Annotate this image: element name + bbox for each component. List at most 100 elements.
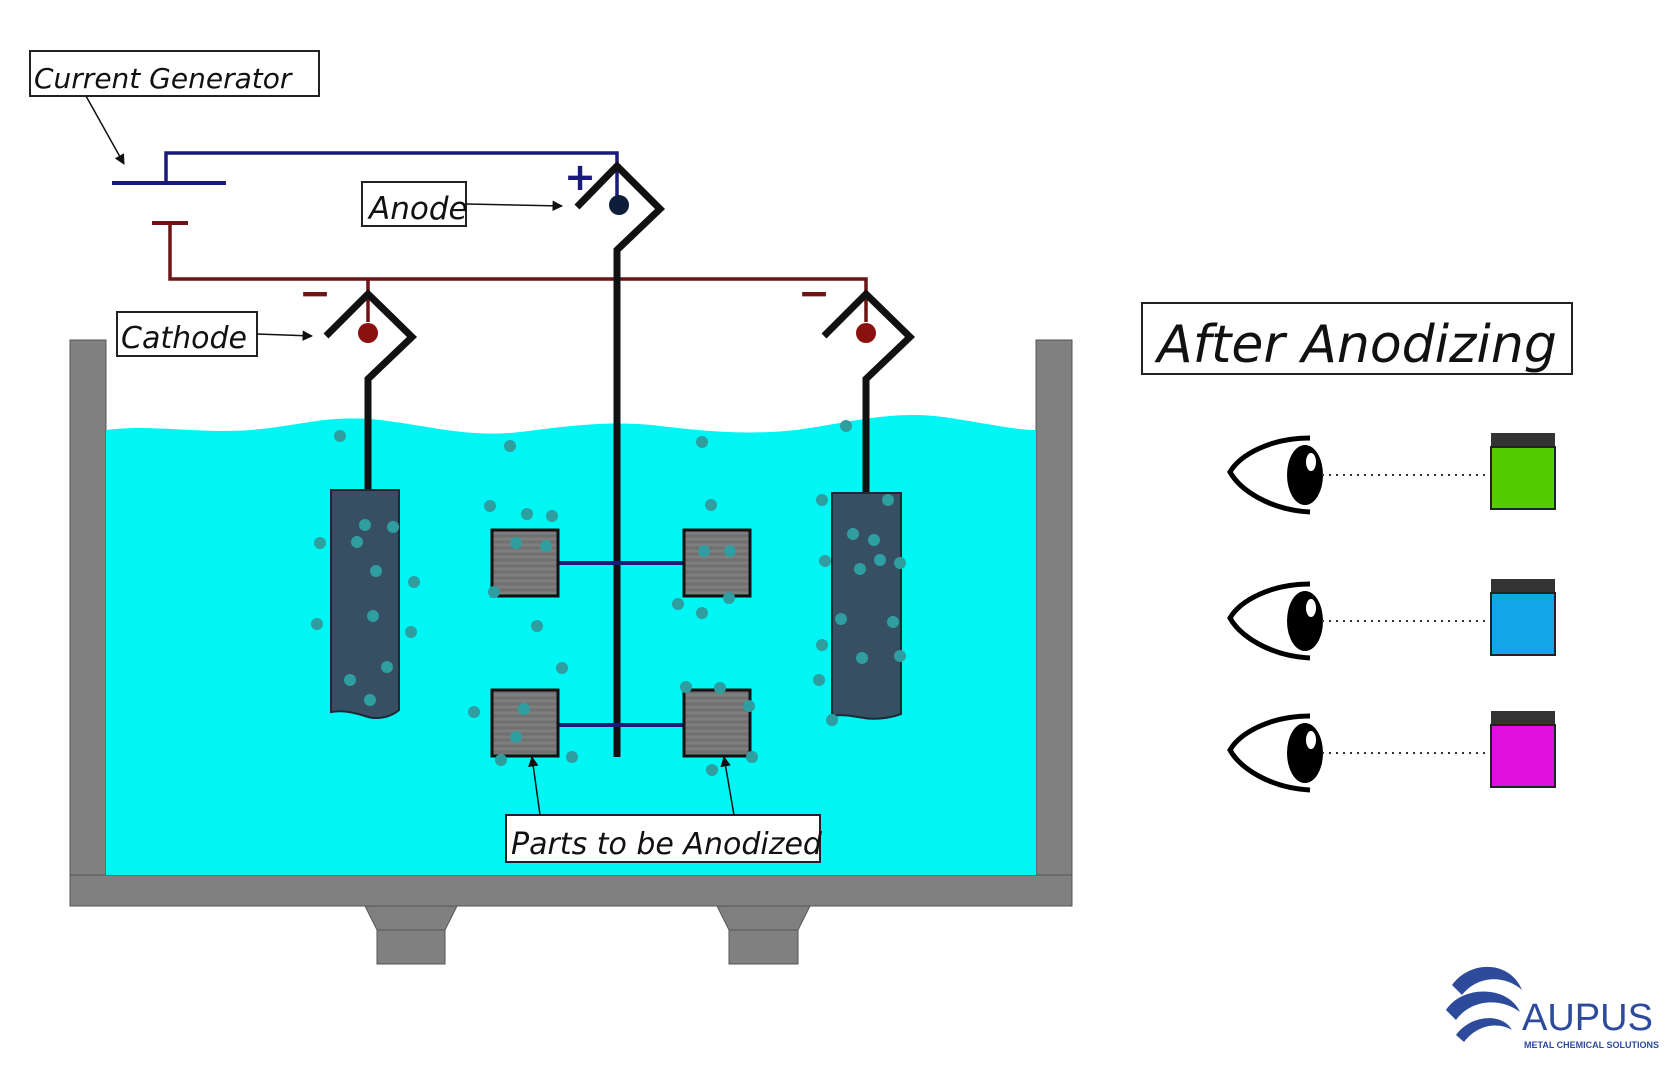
- label-current-generator-arrow: [85, 95, 125, 165]
- aupus-logo: AUPUS METAL CHEMICAL SOLUTIONS: [1446, 966, 1659, 1050]
- bubble: [405, 626, 417, 638]
- bubble: [746, 751, 758, 763]
- part-top-right: [682, 528, 752, 598]
- label-cathode-text: Cathode: [121, 321, 247, 356]
- aupus-logo-mark: [1446, 966, 1522, 1042]
- cathode-right: [821, 289, 916, 720]
- tank-left-wall: [69, 339, 107, 907]
- bubble: [874, 554, 886, 566]
- label-current-generator: Current Generator: [29, 50, 320, 165]
- after-anodizing-title-box: [1141, 302, 1573, 375]
- bubble: [724, 545, 736, 557]
- brand-name: AUPUS: [1522, 997, 1653, 1039]
- tank-leg-right-foot: [728, 929, 799, 965]
- anode-rack: [557, 161, 686, 757]
- swatch-blue: [1490, 592, 1556, 656]
- bubble: [518, 703, 530, 715]
- bubble: [816, 494, 828, 506]
- swatch-cap: [1491, 711, 1555, 725]
- bubble: [408, 576, 420, 588]
- negative-sign-right: −: [798, 271, 830, 315]
- eye-icon: [1227, 581, 1323, 661]
- cathode-left-hook: [323, 289, 418, 500]
- anode-terminal: [609, 195, 629, 215]
- eye-icon: [1227, 435, 1323, 515]
- bubble: [854, 563, 866, 575]
- bubble: [847, 528, 859, 540]
- bubble: [714, 682, 726, 694]
- result-row-green: [1227, 433, 1556, 515]
- tank-leg-right-top: [716, 905, 811, 931]
- result-row-magenta: [1227, 711, 1556, 793]
- bubble: [826, 714, 838, 726]
- bubble: [488, 586, 500, 598]
- bubble: [816, 639, 828, 651]
- label-current-generator-text: Current Generator: [34, 62, 293, 95]
- bubble: [813, 674, 825, 686]
- tank-leg-left-foot: [376, 929, 446, 965]
- tank-leg-left-top: [364, 905, 458, 931]
- negative-wire: [168, 223, 868, 322]
- bubble: [840, 420, 852, 432]
- bubble: [311, 618, 323, 630]
- bubbles: [311, 420, 906, 776]
- label-current-generator-box: [29, 50, 320, 97]
- bubble: [835, 613, 847, 625]
- bubble: [698, 545, 710, 557]
- bubble: [484, 500, 496, 512]
- swatch-cap: [1491, 433, 1555, 447]
- bubble: [696, 607, 708, 619]
- bubble: [370, 565, 382, 577]
- label-cathode-arrow: [256, 330, 314, 341]
- bubble: [468, 706, 480, 718]
- cathode-right-hook: [821, 289, 916, 498]
- label-parts-arrow-left: [528, 755, 541, 816]
- bubble: [706, 764, 718, 776]
- bubble: [510, 537, 522, 549]
- positive-wire: [164, 151, 619, 197]
- bubble: [504, 440, 516, 452]
- after-anodizing-panel: After Anodizing: [1141, 302, 1573, 793]
- swatch-green: [1490, 446, 1556, 510]
- bubble: [314, 537, 326, 549]
- cathode-right-terminal: [856, 323, 876, 343]
- swatch-magenta: [1490, 724, 1556, 788]
- negative-sign-left: −: [299, 271, 331, 315]
- bubble: [556, 662, 568, 674]
- label-anode-text: Anode: [367, 191, 468, 227]
- tank-right-wall: [1035, 339, 1073, 907]
- bubble: [680, 681, 692, 693]
- bubble: [566, 751, 578, 763]
- bubble: [367, 610, 379, 622]
- bubble: [521, 508, 533, 520]
- bubble: [364, 694, 376, 706]
- bubble: [495, 754, 507, 766]
- bubble: [894, 557, 906, 569]
- bubble: [546, 510, 558, 522]
- cathode-left-terminal: [358, 323, 378, 343]
- label-parts: Parts to be Anodized: [505, 755, 823, 863]
- label-anode-arrow: [465, 200, 564, 212]
- anode-hook: [574, 161, 666, 757]
- part-top-left: [490, 528, 560, 598]
- bubble: [344, 674, 356, 686]
- tank-floor: [69, 874, 1073, 907]
- bubble: [868, 534, 880, 546]
- bubble: [672, 598, 684, 610]
- bubble: [887, 616, 899, 628]
- result-row-blue: [1227, 579, 1556, 661]
- label-parts-arrow-right: [720, 755, 735, 816]
- bubble: [856, 652, 868, 664]
- bubble: [882, 494, 894, 506]
- bubble: [510, 731, 522, 743]
- bubble: [387, 521, 399, 533]
- bubble: [743, 700, 755, 712]
- bubble: [381, 661, 393, 673]
- bubble: [723, 592, 735, 604]
- part-bottom-right: [682, 688, 752, 758]
- bubble: [351, 536, 363, 548]
- bubble: [334, 430, 346, 442]
- positive-sign: +: [564, 155, 596, 199]
- cathode-left: [323, 289, 418, 719]
